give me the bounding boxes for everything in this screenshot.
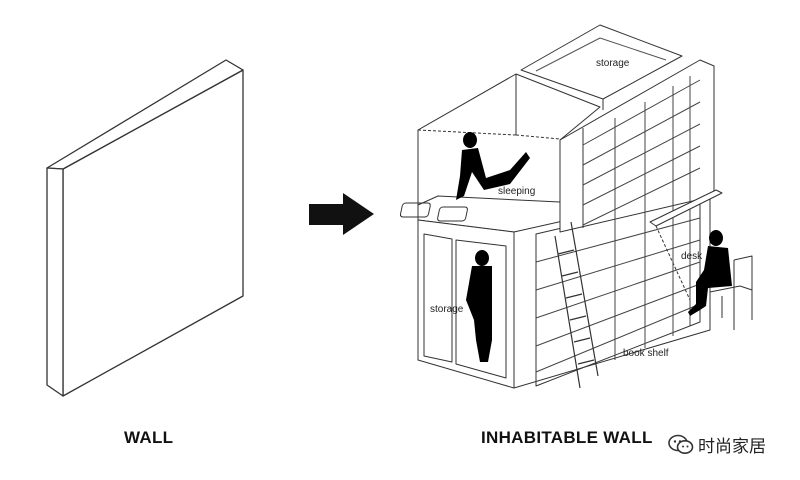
inhabitable-wall: [399, 24, 753, 389]
plain-wall: [46, 59, 244, 397]
person-standing-silhouette: [466, 250, 492, 362]
ladder: [554, 221, 599, 389]
watermark-text: 时尚家居: [698, 437, 766, 457]
wall-side-face: [46, 167, 64, 397]
watermark: 时尚家居: [664, 430, 770, 459]
top-storage-box: [520, 24, 683, 100]
desk-top: [649, 189, 723, 227]
transform-arrow: [309, 193, 374, 235]
chair: [709, 255, 753, 330]
wechat-logo-icon: [668, 434, 694, 454]
person-sleeping-silhouette: [456, 132, 530, 200]
label-sleeping: sleeping: [498, 186, 535, 197]
bookshelf-upper: [559, 59, 715, 233]
label-desk: desk: [681, 251, 703, 262]
label-book-shelf: book shelf: [623, 348, 669, 359]
caption-wall: WALL: [124, 428, 174, 447]
label-storage-top: storage: [596, 58, 630, 69]
label-storage-left: storage: [430, 304, 464, 315]
caption-inhabitable-wall: INHABITABLE WALL: [481, 428, 653, 447]
person-desk-silhouette: [688, 230, 732, 316]
